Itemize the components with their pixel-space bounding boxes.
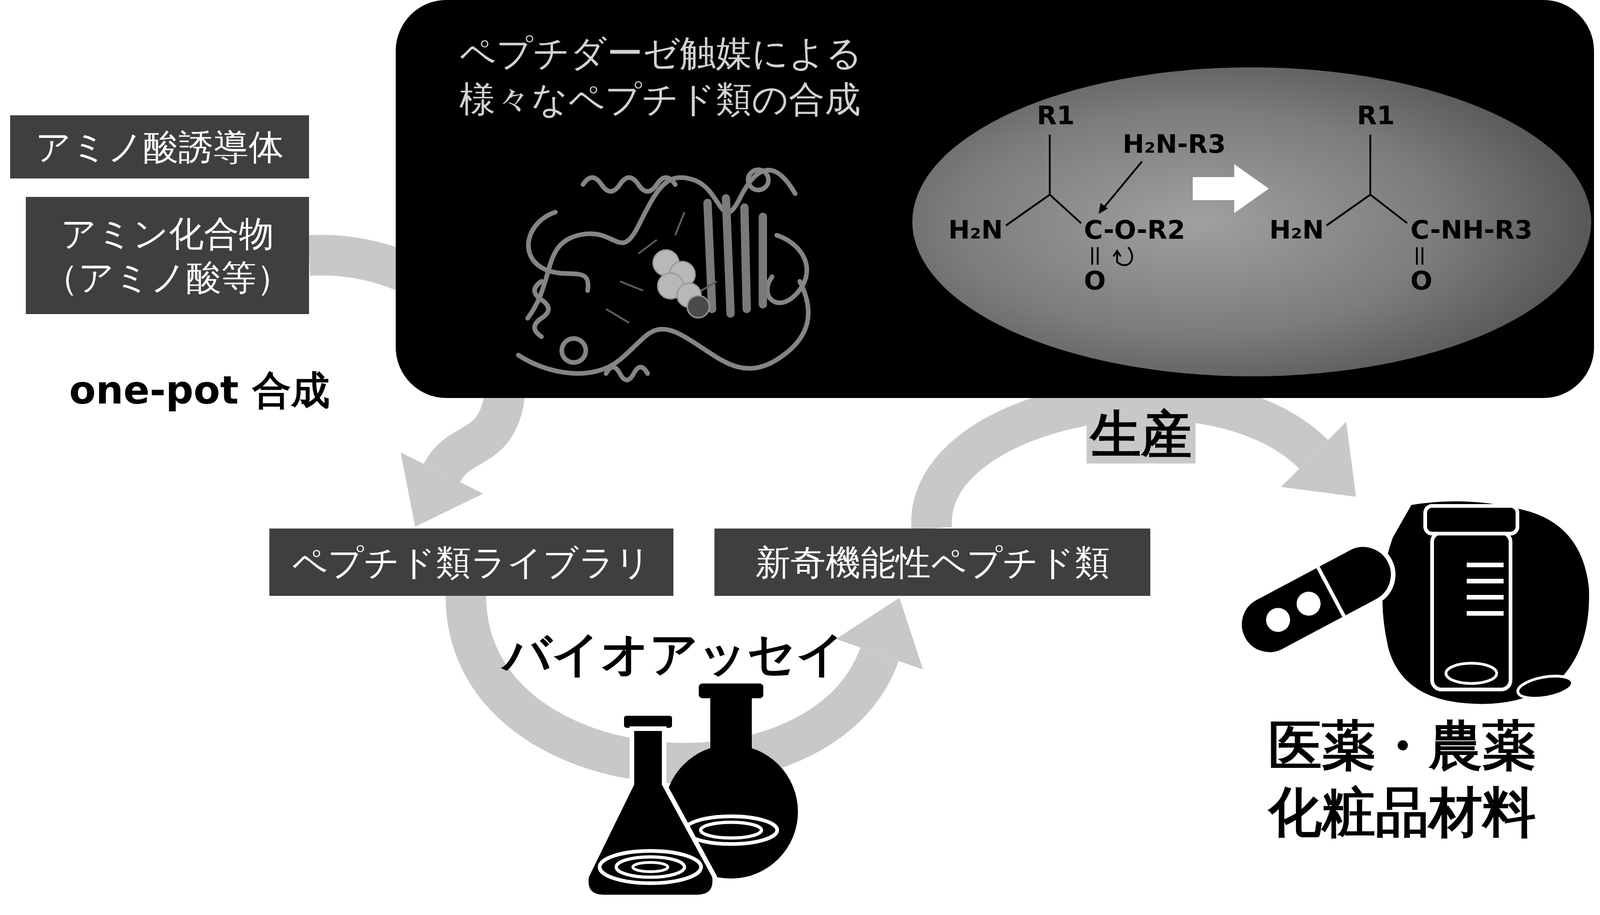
edge-label: バイオアッセイ [502,627,845,681]
edge-label: one-pot 合成 [69,368,330,412]
chem-label: O [1410,267,1433,294]
erlenmeyer-flask [586,714,715,898]
box-label: 新奇機能性ペプチド類 [755,540,1110,585]
chem-label: C-NH-R3 [1410,216,1533,243]
chem-label: H₂N [1269,216,1324,243]
panel-title: ペプチダーゼ触媒による 様々なペプチド類の合成 [459,30,921,123]
chem-label: H₂N-R3 [1122,130,1226,157]
process-box: 新奇機能性ペプチド類 [714,528,1151,596]
chem-label: O [1083,267,1107,294]
arrow-head [836,597,924,670]
chem-label: H₂N [948,216,1003,243]
input-box: アミン化合物 （アミノ酸等） [25,196,310,315]
curved-arrow [465,595,923,764]
product-label: 医薬・農薬 化粧品材料 [1236,712,1569,846]
chem-label: R1 [1036,102,1075,129]
chem-label: C-O-R2 [1083,216,1186,243]
curved-arrow [931,399,1357,529]
arrow-band [931,399,1315,529]
arrow-head [400,452,484,527]
reaction-ellipse: R1H₂N-R3H₂N C-O-R2O R1H₂N C-NH-R3O [911,66,1593,378]
medicine-icon [1226,495,1592,708]
process-box: ペプチド類ライブラリ [269,528,674,596]
box-label: アミノ酸誘導体 [35,124,284,169]
product-icon: 医薬・農薬 化粧品材料 [1226,495,1592,847]
chem-label: R1 [1356,102,1395,129]
arrow-head [1280,421,1357,497]
arrow-band [465,595,880,764]
protein-illustration [499,142,823,393]
box-label: アミン化合物 （アミノ酸等） [25,211,310,300]
input-box: アミノ酸誘導体 [10,115,310,179]
process-panel: ペプチダーゼ触媒による 様々なペプチド類の合成 R1H₂N-R3H₂N C-O-R… [395,0,1595,399]
box-label: ペプチド類ライブラリ [291,540,651,585]
edge-label: 生産 [1086,405,1196,464]
